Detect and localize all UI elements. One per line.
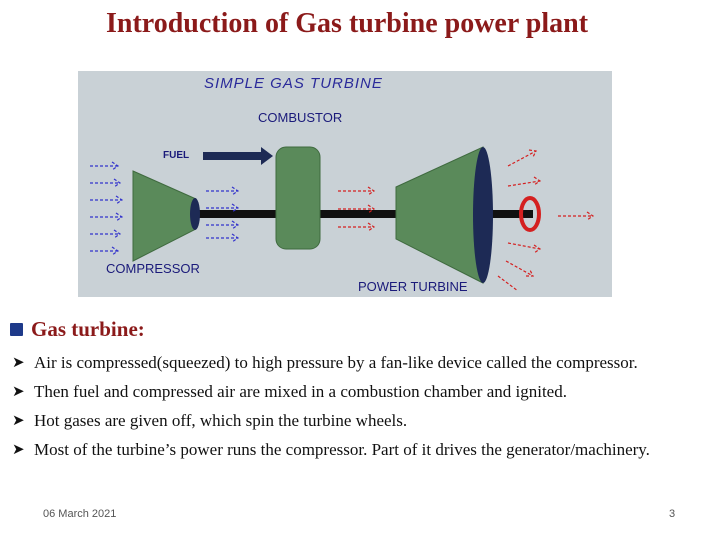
label-combustor: COMBUSTOR [258,110,343,125]
gas-turbine-diagram: SIMPLE GAS TURBINE COMBUSTOR FUEL COMPRE… [78,71,612,297]
power-turbine [395,146,484,284]
footer-date: 06 March 2021 [43,508,117,520]
exhaust-arrows [338,149,595,292]
fuel-arrow-head [261,147,273,165]
output-coupling [519,196,541,232]
compressor [132,170,197,262]
shaft [188,210,533,218]
arrow-bullet-icon: ➤ [12,355,25,371]
power-turbine-face [473,147,493,283]
bullet-item: ➤ Air is compressed(squeezed) to high pre… [12,351,708,375]
slide-title: Introduction of Gas turbine power plant [105,8,589,39]
label-compressor: COMPRESSOR [106,261,200,276]
bullet-text: Most of the turbine’s power runs the com… [34,440,650,459]
label-fuel: FUEL [163,150,190,161]
bullet-text: Then fuel and compressed air are mixed i… [34,382,567,401]
arrow-bullet-icon: ➤ [12,442,25,458]
section-heading: Gas turbine: [10,317,145,342]
bullet-text: Hot gases are given off, which spin the … [34,411,408,430]
combustor [275,146,321,250]
bullet-item: ➤ Then fuel and compressed air are mixed … [12,380,708,404]
arrow-bullet-icon: ➤ [12,413,25,429]
diagram-graphic [90,146,595,292]
fuel-arrow-shaft [203,152,261,160]
checkbox-bullet-icon [10,323,23,336]
compressor-face [190,198,200,230]
intake-arrows [90,161,240,256]
bullet-list: ➤ Air is compressed(squeezed) to high pre… [12,351,708,467]
arrow-bullet-icon: ➤ [12,384,25,400]
label-power-turbine: POWER TURBINE [358,279,468,294]
bullet-item: ➤ Most of the turbine’s power runs the co… [12,438,708,462]
diagram-title: SIMPLE GAS TURBINE [204,75,383,92]
bullet-item: ➤ Hot gases are given off, which spin the… [12,409,708,433]
section-heading-text: Gas turbine: [31,317,145,341]
page-number: 3 [669,508,676,520]
bullet-text: Air is compressed(squeezed) to high pres… [34,353,638,372]
